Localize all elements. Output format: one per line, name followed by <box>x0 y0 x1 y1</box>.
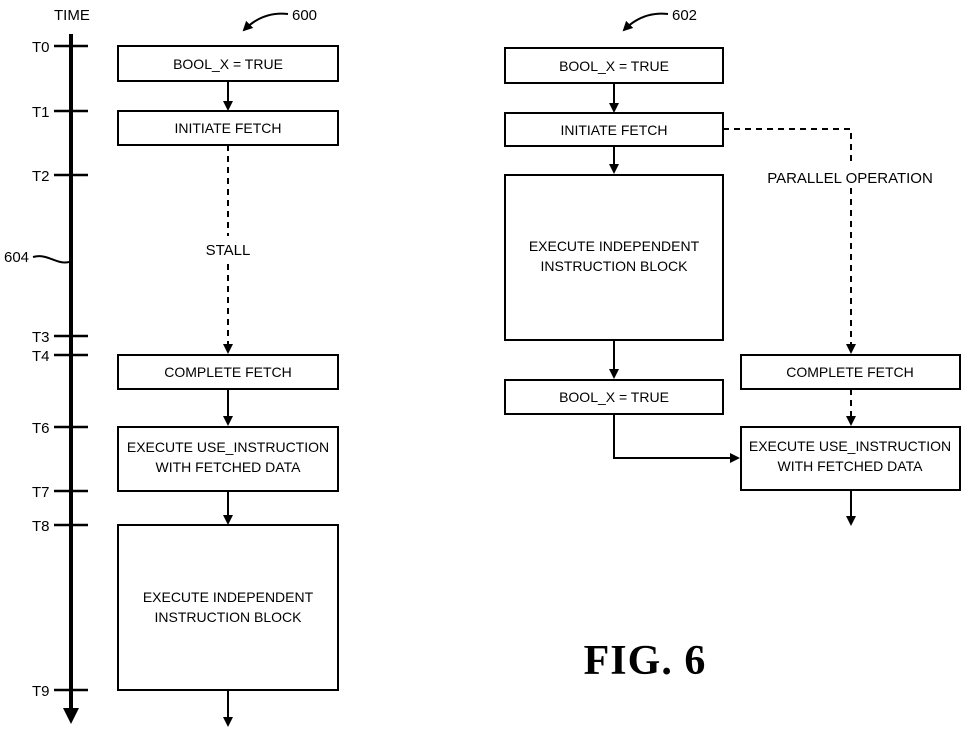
right-box-execute-use-line1: EXECUTE USE_INSTRUCTION <box>749 438 951 454</box>
tick-label-t9: T9 <box>32 683 50 700</box>
right-box-bool-x-1 <box>504 47 724 84</box>
left-box-bool-x-label: BOOL_X = TRUE <box>173 56 283 72</box>
left-box-execute-independent-line1: EXECUTE INDEPENDENT <box>143 589 314 605</box>
stall-label: STALL <box>206 242 251 259</box>
time-axis: TIME T0 T1 T2 T3 T4 T6 T7 T8 T9 604 <box>4 7 90 724</box>
tick-label-t6: T6 <box>32 420 50 437</box>
tick-label-t0: T0 <box>32 39 50 56</box>
left-box-initiate-fetch <box>117 110 339 146</box>
right-box-execute-independent-line2: INSTRUCTION BLOCK <box>540 258 688 274</box>
tick-label-t3: T3 <box>32 329 50 346</box>
ref-604: 604 <box>4 249 29 266</box>
right-arrow-to-execute-use <box>613 414 740 463</box>
left-box-initiate-fetch-label: INITIATE FETCH <box>174 120 281 136</box>
right-box-initiate-fetch <box>504 112 724 147</box>
left-box-execute-independent <box>117 524 339 691</box>
left-box-complete-fetch-label: COMPLETE FETCH <box>164 364 292 380</box>
right-box-complete-fetch-label: COMPLETE FETCH <box>786 364 914 380</box>
right-box-execute-independent <box>504 174 724 341</box>
tick-label-t8: T8 <box>32 518 50 535</box>
diagram-602: 602 BOOL_X = TRUE INITIATE FETCH EXECUTE… <box>504 7 961 526</box>
right-box-bool-x-1-label: BOOL_X = TRUE <box>559 58 669 74</box>
parallel-label-bg <box>762 166 938 188</box>
tick-label-t2: T2 <box>32 168 50 185</box>
right-box-execute-independent-line1: EXECUTE INDEPENDENT <box>529 238 700 254</box>
left-box-execute-use-line1: EXECUTE USE_INSTRUCTION <box>127 439 329 455</box>
right-box-execute-use <box>740 426 961 491</box>
ref-604-leader <box>32 255 70 264</box>
left-box-execute-use-line2: WITH FETCHED DATA <box>156 459 302 475</box>
parallel-operation-label: PARALLEL OPERATION <box>767 170 933 187</box>
right-box-execute-use-line2: WITH FETCHED DATA <box>778 458 924 474</box>
parallel-operation-line <box>723 128 856 354</box>
ref-602: 602 <box>672 7 697 24</box>
right-box-bool-x-2 <box>504 379 724 415</box>
ref-600-leader <box>242 12 289 32</box>
ref-600: 600 <box>292 7 317 24</box>
tick-label-t1: T1 <box>32 104 50 121</box>
ref-602-leader <box>622 12 669 32</box>
tick-label-t7: T7 <box>32 484 50 501</box>
left-box-execute-independent-line2: INSTRUCTION BLOCK <box>154 609 302 625</box>
right-box-complete-fetch <box>740 354 961 390</box>
right-box-initiate-fetch-label: INITIATE FETCH <box>560 122 667 138</box>
diagram-600: 600 BOOL_X = TRUE INITIATE FETCH STALL C… <box>117 7 339 727</box>
time-axis-label: TIME <box>54 7 90 24</box>
figure-label: FIG. 6 <box>584 638 707 684</box>
tick-label-t4: T4 <box>32 348 50 365</box>
right-box-bool-x-2-label: BOOL_X = TRUE <box>559 389 669 405</box>
left-box-bool-x <box>117 45 339 82</box>
left-box-complete-fetch <box>117 354 339 390</box>
